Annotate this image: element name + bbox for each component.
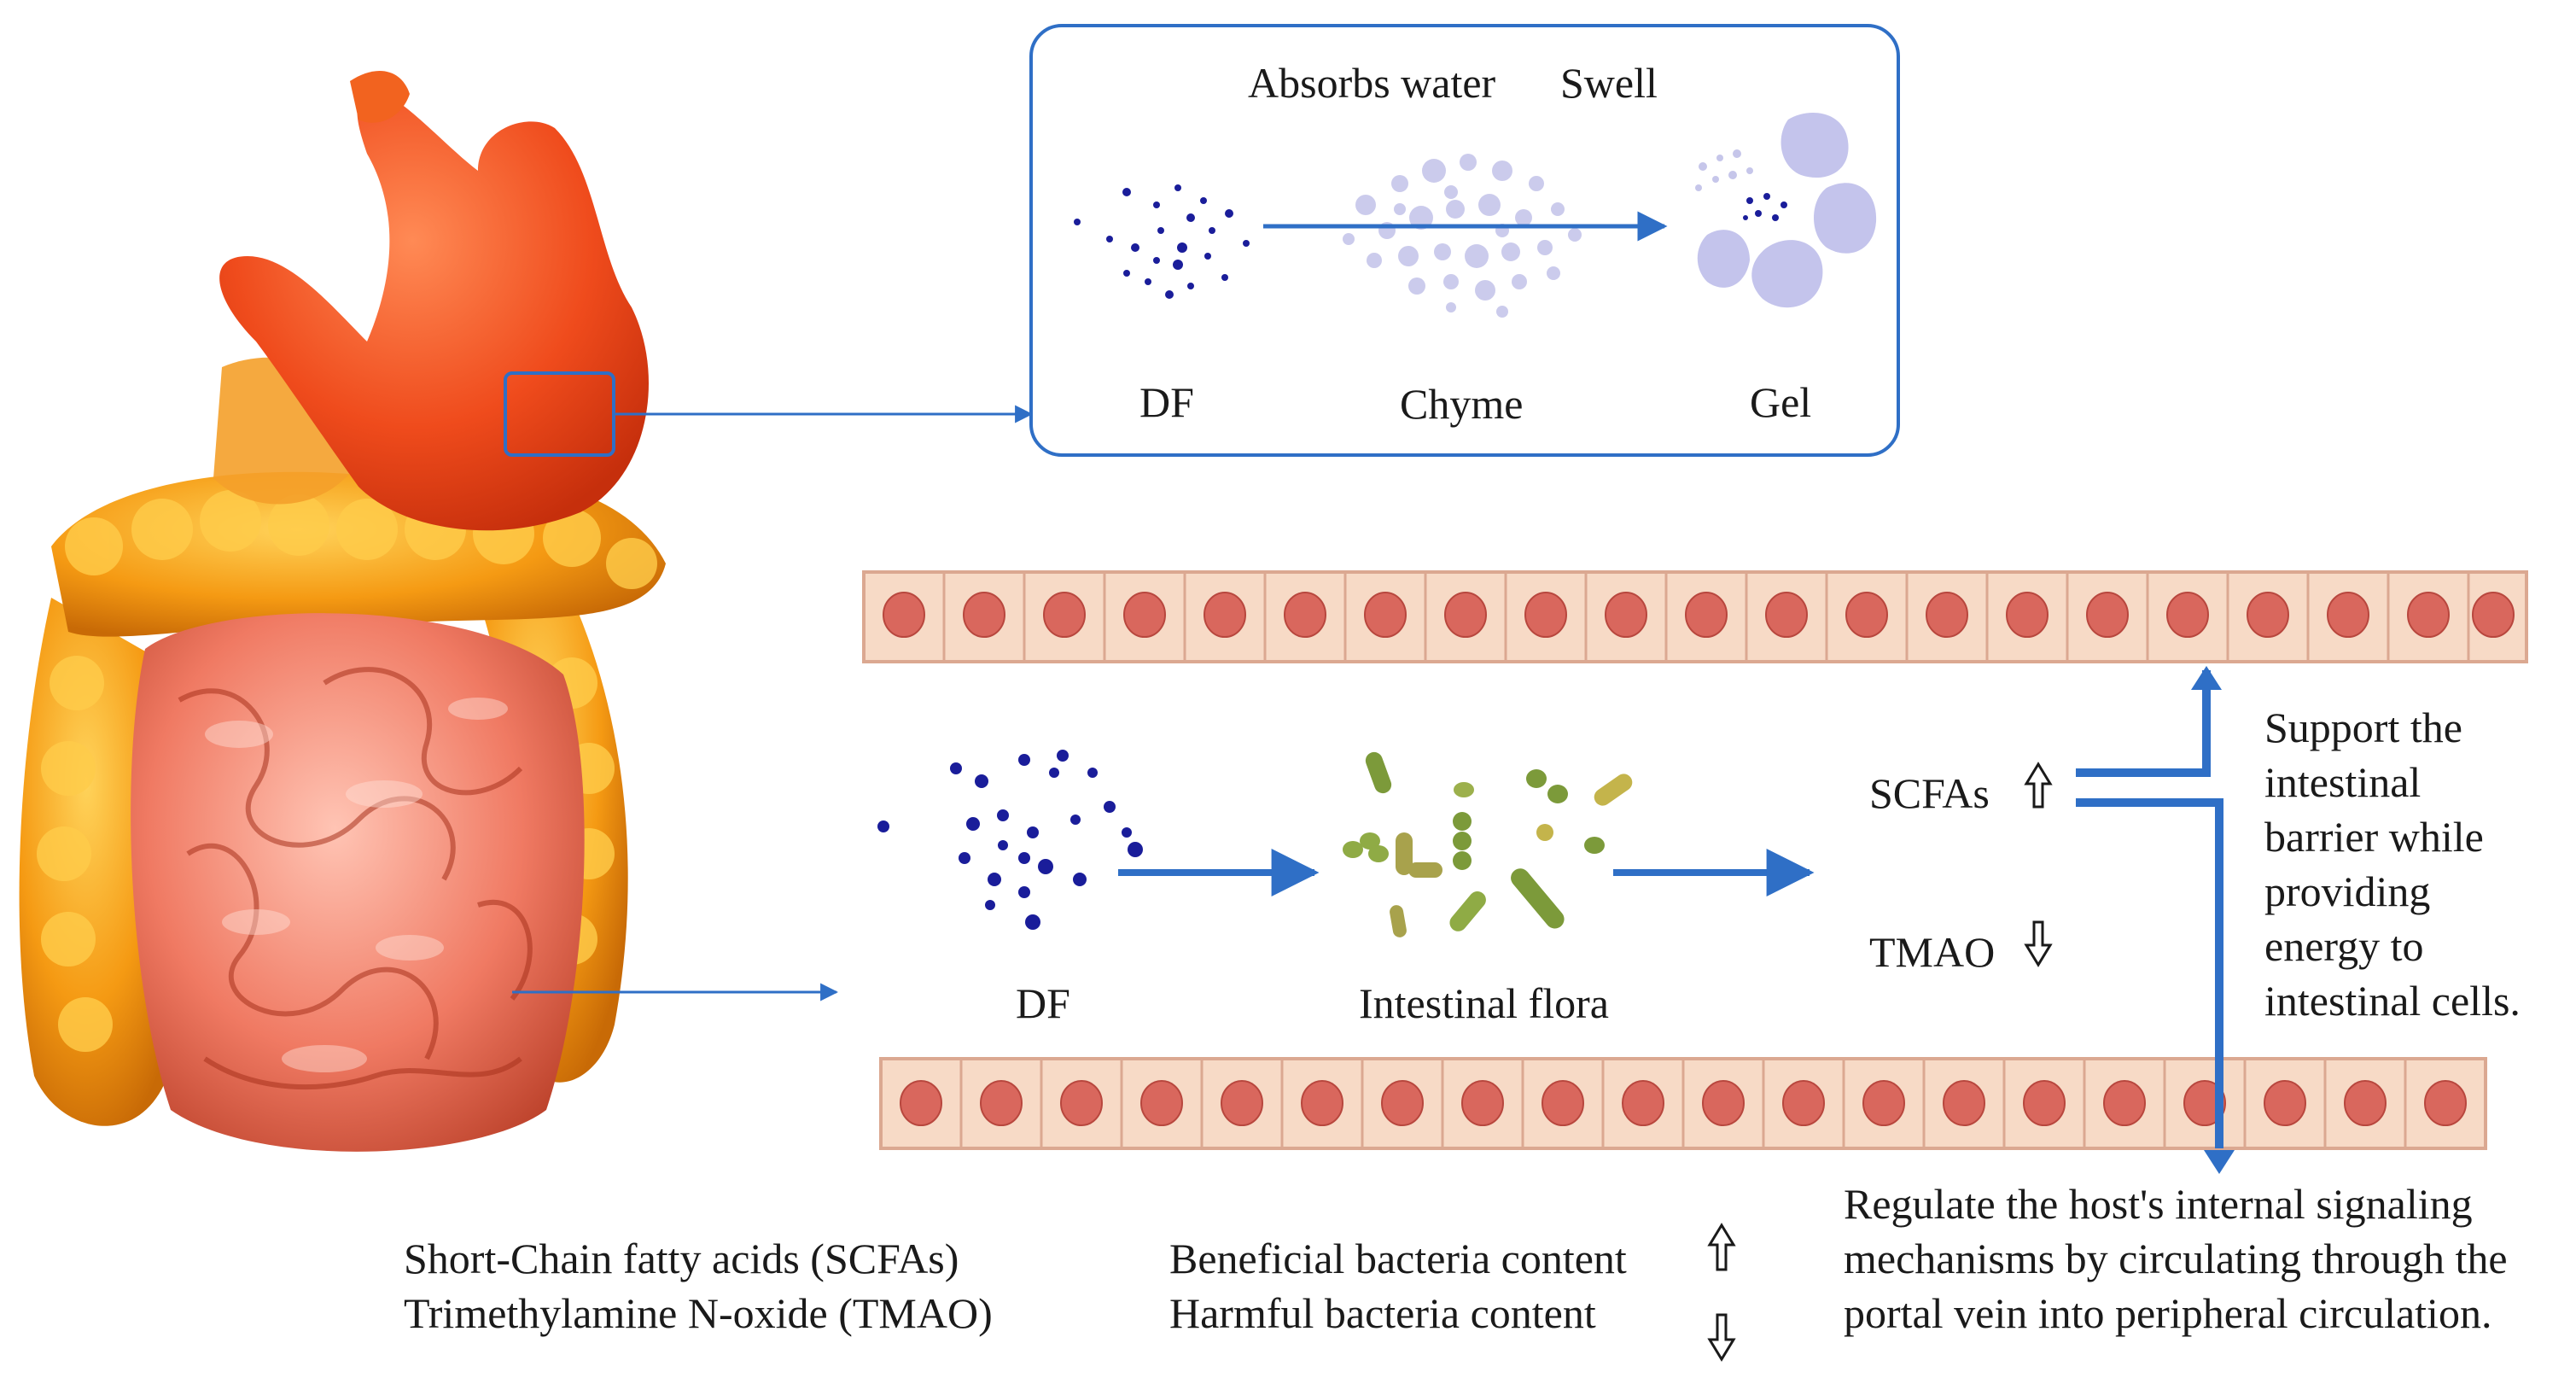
support-line: intestinal cells. — [2264, 977, 2521, 1025]
zoom-df-label: DF — [1139, 378, 1194, 426]
legend-tmao: Trimethylamine N-oxide (TMAO) — [404, 1289, 993, 1337]
zoom-gel-particles — [1743, 193, 1787, 221]
bacteria-legend: Beneficial bacteria content Harmful bact… — [1169, 1231, 1627, 1340]
intestinal-flora-label: Intestinal flora — [1359, 979, 1609, 1027]
intestinal-flora-bacteria — [1343, 751, 1633, 937]
tmao-label: TMAO — [1869, 928, 1996, 976]
zoom-gel-chyme-specks — [1695, 149, 1753, 191]
legend-harmful: Harmful bacteria content — [1169, 1289, 1596, 1337]
zoom-df-particles — [1074, 184, 1250, 299]
support-line: intestinal — [2264, 758, 2422, 806]
digestive-system-illustration — [19, 71, 666, 1152]
support-up-arrowhead — [2191, 666, 2222, 690]
zoom-chyme-cloud — [1343, 154, 1582, 318]
tmao-down-arrow — [2024, 920, 2053, 967]
upper-epithelium — [862, 570, 2528, 663]
support-line: energy to — [2264, 922, 2424, 970]
regulate-line: Regulate the host's internal signaling — [1844, 1180, 2473, 1228]
regulate-line: mechanisms by circulating through the — [1844, 1235, 2508, 1282]
legend-beneficial: Beneficial bacteria content — [1169, 1235, 1627, 1282]
small-intestine — [131, 613, 585, 1152]
regulate-down-arrowhead — [2204, 1150, 2235, 1174]
support-line: providing — [2264, 867, 2431, 915]
zoom-box-frame — [1029, 24, 1900, 457]
stomach — [219, 71, 649, 531]
chyme-label: Chyme — [1400, 380, 1524, 428]
lumen-df-particles — [877, 750, 1143, 930]
support-line: barrier while — [2264, 813, 2484, 861]
legend-scfa: Short-Chain fatty acids (SCFAs) — [404, 1235, 959, 1282]
support-barrier-text: Support the intestinal barrier while pro… — [2264, 700, 2521, 1028]
gel-label: Gel — [1750, 378, 1812, 426]
zoom-gel-blobs — [1697, 113, 1877, 308]
regulate-signaling-text: Regulate the host's internal signaling m… — [1844, 1177, 2508, 1340]
scfas-label: SCFAs — [1869, 769, 1990, 817]
abbreviation-legend: Short-Chain fatty acids (SCFAs) Trimethy… — [404, 1231, 993, 1340]
beneficial-up-arrow — [1707, 1223, 1736, 1271]
scfas-up-arrow — [2024, 762, 2053, 809]
regulate-line: portal vein into peripheral circulation. — [1844, 1289, 2492, 1337]
swell-label: Swell — [1560, 59, 1658, 107]
lumen-df-label: DF — [1016, 979, 1070, 1027]
scfa-pathway-lines — [2076, 670, 2223, 1148]
absorbs-water-label: Absorbs water — [1248, 59, 1496, 107]
lower-epithelium — [879, 1057, 2487, 1150]
support-line: Support the — [2264, 704, 2462, 751]
harmful-down-arrow — [1707, 1313, 1736, 1362]
